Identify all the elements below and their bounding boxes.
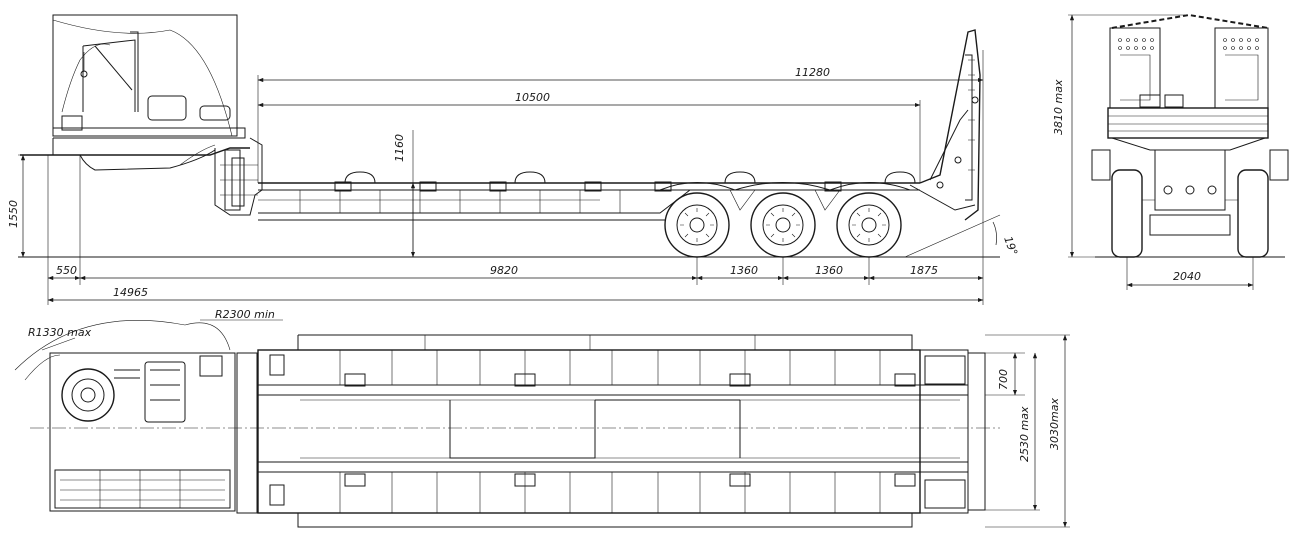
dim-deck-length-total: 11280 — [795, 66, 830, 79]
dim-front-overhang: 550 — [56, 264, 77, 277]
top-view: R1330 max R2300 min 700 2530 max 3030max — [14, 308, 1070, 528]
rear-wheel-left — [1111, 169, 1143, 258]
dim-deck-length-main: 10500 — [515, 91, 550, 104]
wheel-axle-3 — [836, 192, 902, 258]
dim-axle-spacing-2: 1360 — [815, 264, 843, 277]
dim-axle-spacing-1: 1360 — [730, 264, 758, 277]
rear-panel-holes — [1118, 38, 1259, 50]
dim-track-width: 2040 — [1173, 270, 1201, 283]
side-view: 11280 10500 1160 1550 550 9820 1360 1360… — [7, 14, 1020, 305]
dim-overall-width: 3030max — [1048, 398, 1061, 450]
tractor-outline — [20, 14, 250, 171]
tie-down-rings — [269, 354, 916, 506]
trailer-deck-side — [258, 171, 920, 221]
dim-turning-radius: R2300 min — [215, 308, 275, 321]
rear-wheel-right — [1237, 169, 1269, 258]
dim-kingpin-to-axle: 9820 — [490, 264, 518, 277]
dim-width: 2530 max — [1018, 406, 1031, 462]
dim-rear-overhang: 1875 — [910, 264, 938, 277]
dim-deck-height: 1160 — [393, 134, 406, 162]
fifth-wheel — [61, 368, 115, 422]
fenders — [659, 182, 911, 191]
rear-ramp — [909, 29, 981, 221]
dim-ramp-spacing: 700 — [997, 369, 1010, 390]
dim-overall-length: 14965 — [113, 286, 148, 299]
rear-view: 3810 max 2040 — [1052, 13, 1289, 290]
gooseneck — [214, 137, 263, 216]
wheel-axle-1 — [664, 192, 730, 258]
dim-departure-angle: 19° — [1001, 235, 1020, 258]
wheel-axle-2 — [750, 192, 816, 258]
dim-max-height: 3810 max — [1052, 79, 1065, 135]
dim-coupling-height: 1550 — [7, 200, 20, 228]
dim-front-swing-radius: R1330 max — [28, 326, 92, 339]
